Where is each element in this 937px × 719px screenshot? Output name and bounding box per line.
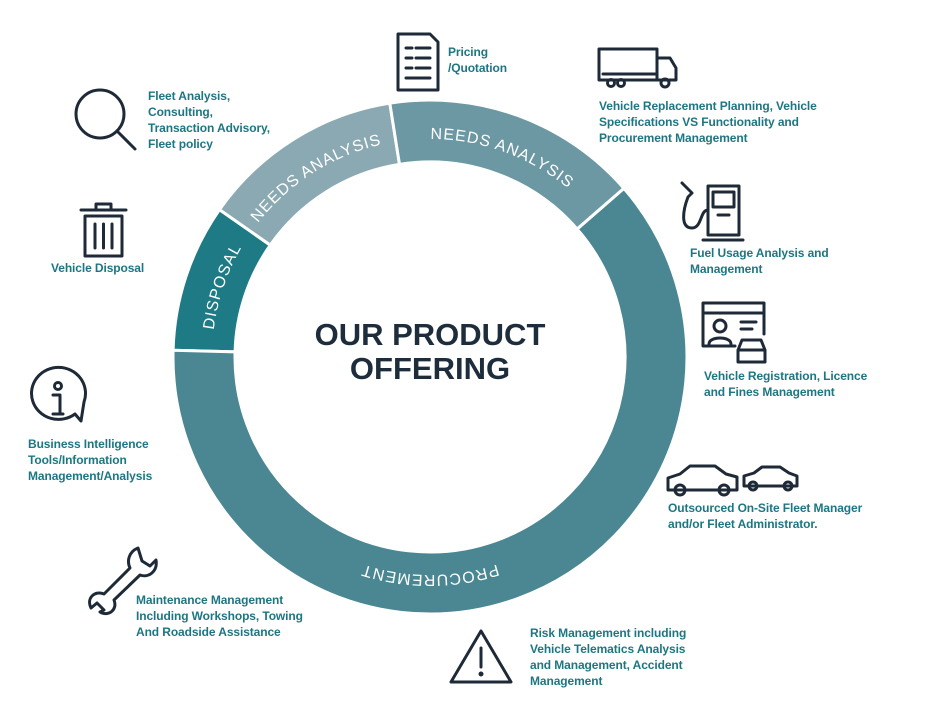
trash-icon [79,202,128,258]
label-vehicle-disposal: Vehicle Disposal [51,261,145,275]
wrench-icon [88,546,158,616]
title-line-1: OUR PRODUCT [314,317,546,352]
search-icon [74,88,137,151]
fuel-pump-icon [680,181,745,242]
truck-icon [597,47,678,89]
id-card-car-icon [701,301,767,364]
cars-icon [666,464,799,497]
segment-procurement [171,186,689,616]
page-title: OUR PRODUCT OFFERING [280,318,580,386]
info-bubble-icon [30,365,88,423]
warning-icon [449,629,513,684]
document-icon [396,32,440,92]
label-fleet-analysis: Fleet Analysis,Consulting,Transaction Ad… [148,89,270,151]
title-line-2: OFFERING [349,351,511,386]
segment-needs-analysis-2 [388,98,627,232]
label-pricing: Pricing/Quotation [448,45,507,75]
